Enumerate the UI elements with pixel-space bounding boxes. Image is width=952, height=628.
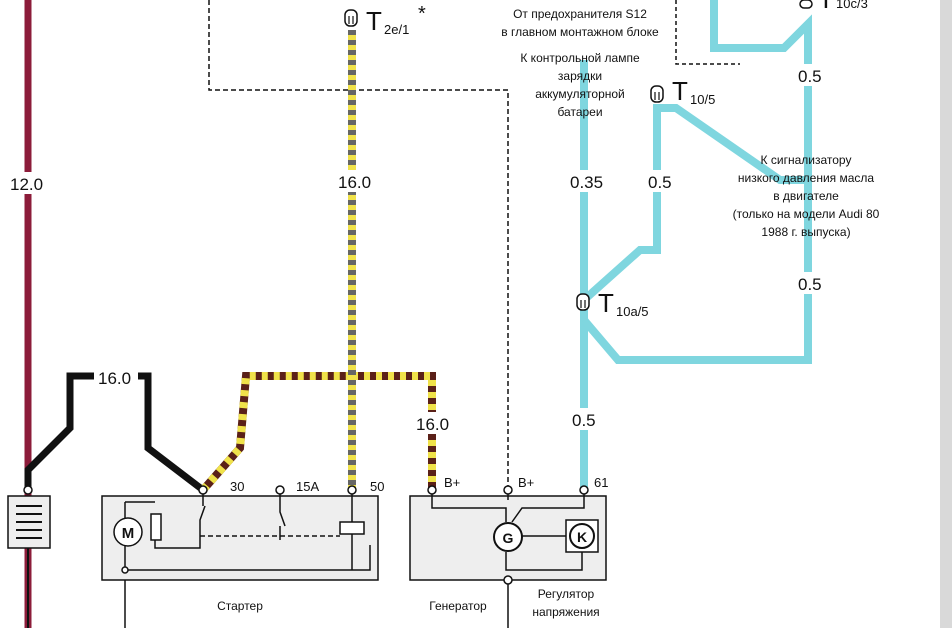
- generator-letter: G: [503, 530, 514, 546]
- wire-label-left-blue: 0.35: [570, 173, 603, 192]
- connector-t10a5-sub: 10a/5: [616, 304, 649, 319]
- svg-text:От предохранителя S12: От предохранителя S12: [513, 7, 647, 21]
- svg-text:низкого давления масла: низкого давления масла: [738, 171, 875, 185]
- wire-label-center: 16.0: [338, 173, 371, 192]
- svg-text:1988 г. выпуска): 1988 г. выпуска): [761, 225, 850, 239]
- wire-label-lower-blue: 0.5: [572, 411, 596, 430]
- connector-t10c3-sub: 10c/3: [836, 0, 868, 11]
- relay-box-outline: [675, 0, 740, 65]
- wire-label-mid-blue: 0.5: [648, 173, 672, 192]
- connector-t105-sub: 10/5: [690, 92, 715, 107]
- generator-symbol: [493, 522, 523, 552]
- wire-label-left-red: 12.0: [10, 175, 43, 194]
- svg-text:зарядки: зарядки: [558, 69, 602, 83]
- svg-text:в двигателе: в двигателе: [773, 189, 839, 203]
- connector-t10a5-main: T: [598, 288, 614, 318]
- starter-box: [101, 495, 379, 581]
- svg-text:аккумуляторной: аккумуляторной: [535, 87, 625, 101]
- connector-t2e1-star: *: [418, 3, 426, 25]
- svg-text:К контрольной лампе: К контрольной лампе: [520, 51, 640, 65]
- connector-t2e1-main: T: [366, 6, 382, 36]
- connector-t10c3-main: T: [818, 0, 834, 14]
- svg-text:батареи: батареи: [557, 105, 602, 119]
- connector-icons: [344, 0, 813, 311]
- motor-symbol: [113, 517, 143, 547]
- regulator-symbol: [569, 523, 595, 549]
- wire-label-right-blue-mid: 0.5: [798, 275, 822, 294]
- connector-icon-pins: [348, 16, 660, 308]
- terminal-dots: [23, 485, 589, 585]
- svg-text:в главном монтажном блоке: в главном монтажном блоке: [501, 25, 659, 39]
- caption-regulator-2: напряжения: [532, 605, 599, 619]
- note-oil: К сигнализатору низкого давления масла в…: [733, 153, 880, 239]
- caption-regulator-1: Регулятор: [538, 587, 595, 601]
- terminal-50: 50: [370, 479, 384, 494]
- battery-plates: [16, 505, 42, 539]
- terminal-15a: 15A: [296, 479, 319, 494]
- svg-text:К сигнализатору: К сигнализатору: [761, 153, 852, 167]
- connector-t2e1-sub: 2e/1: [384, 22, 409, 37]
- wire-label-gen-feed: 16.0: [416, 415, 449, 434]
- note-lamp: К контрольной лампе зарядки аккумуляторн…: [520, 51, 640, 119]
- page-edge: [940, 0, 952, 628]
- brown-yellow-wire-left-dash: [199, 372, 352, 493]
- motor-label: M: [122, 525, 135, 542]
- starter-internals: [124, 490, 371, 628]
- terminal-61: 61: [594, 475, 608, 490]
- black-wire: [24, 372, 206, 493]
- wire-label-starter-feed: 16.0: [98, 369, 131, 388]
- terminal-gen-b1: B+: [444, 475, 460, 490]
- svg-text:(только на модели Audi 80: (только на модели Audi 80: [733, 207, 880, 221]
- brown-yellow-wire-right-dash: [352, 372, 436, 490]
- caption-generator: Генератор: [429, 599, 487, 613]
- dashed-wire-top: [208, 0, 509, 490]
- connector-t105-main: T: [672, 76, 688, 106]
- wire-label-right-blue-top: 0.5: [798, 67, 822, 86]
- caption-starter: Стартер: [217, 599, 263, 613]
- generator-internals: [431, 490, 585, 628]
- blue-wires: [580, 0, 812, 490]
- terminal-30: 30: [230, 479, 244, 494]
- note-fuse: От предохранителя S12 в главном монтажно…: [501, 7, 659, 39]
- terminal-gen-b2: B+: [518, 475, 534, 490]
- brown-yellow-wire-left: [199, 372, 352, 493]
- regulator-letter: K: [577, 529, 587, 545]
